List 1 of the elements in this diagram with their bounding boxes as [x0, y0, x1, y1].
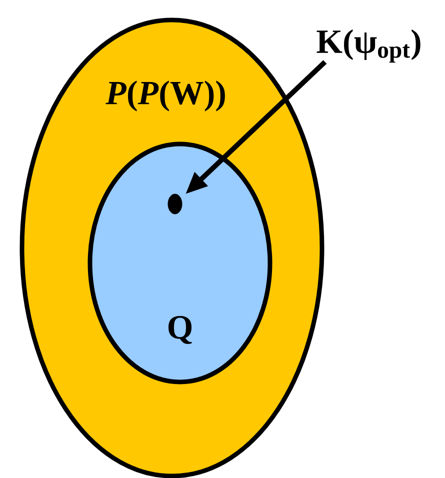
dot: [168, 194, 182, 214]
